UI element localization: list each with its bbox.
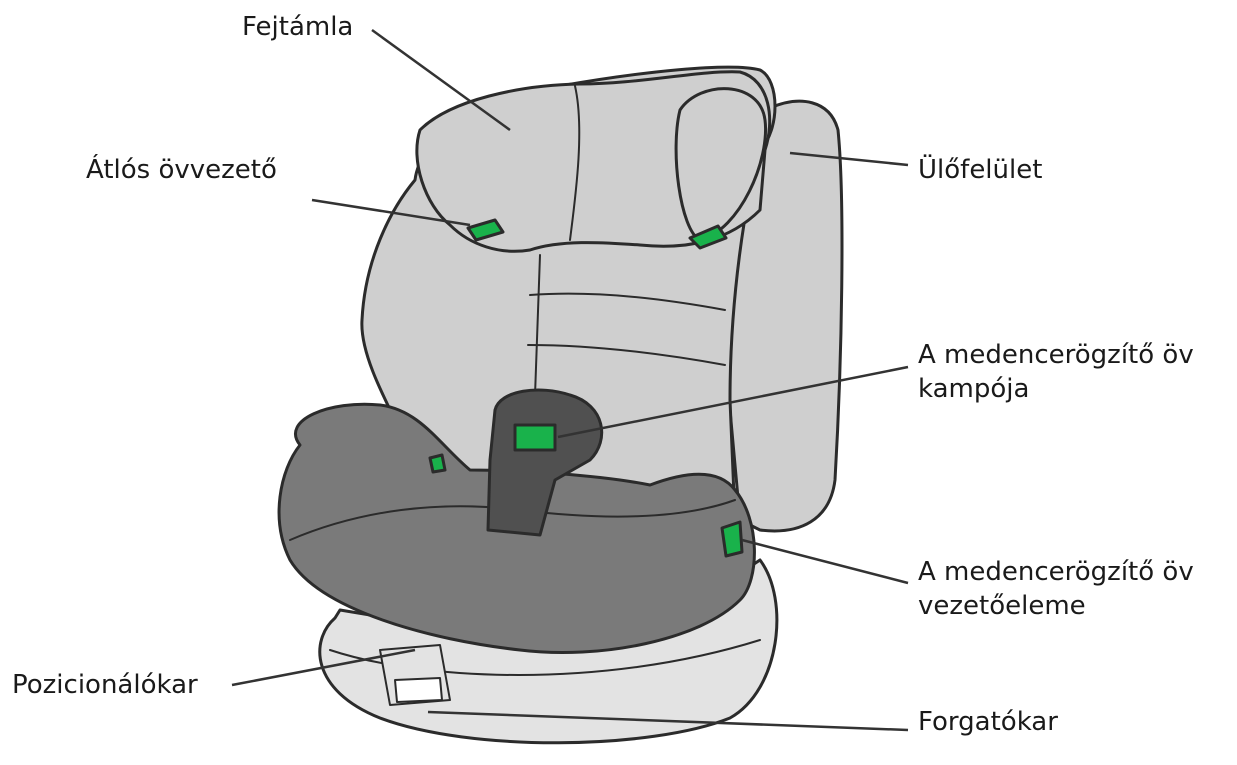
label-lap-belt-guide: A medencerögzítő öv vezetőeleme [918, 555, 1194, 623]
label-diagonal-belt-guide-text: Átlós övvezető [86, 155, 277, 185]
label-lap-belt-hook-line2: kampója [918, 374, 1030, 404]
base-inner-edge [329, 639, 761, 676]
headrest-seam [569, 85, 581, 241]
leader-lap-hook [557, 365, 909, 439]
label-lap-belt-hook-line1: A medencerögzítő öv [918, 340, 1194, 370]
leader-rotation [427, 710, 909, 732]
label-lap-belt-hook: A medencerögzítő öv kampója [918, 338, 1194, 406]
leader-lap-guide [741, 538, 909, 585]
label-diagonal-belt-guide: Átlós övvezető [86, 153, 277, 187]
leader-diagonal-guide [311, 198, 471, 227]
label-rotation-lever: Forgatókar [918, 705, 1058, 739]
back-stripe [527, 344, 726, 366]
label-positioning-lever-text: Pozicionálókar [12, 670, 198, 700]
label-headrest-text: Fejtámla [242, 12, 354, 42]
label-seat-surface-text: Ülőfelület [918, 155, 1043, 185]
headrest-wing [674, 87, 768, 242]
side-guide [428, 453, 447, 474]
leader-headrest [371, 28, 511, 132]
lap-belt-guide [720, 520, 744, 558]
back-stripe [529, 292, 726, 311]
label-headrest: Fejtámla [242, 10, 353, 44]
belt-guide-right [688, 224, 728, 250]
label-seat-surface: Ülőfelület [918, 153, 1042, 187]
label-positioning-lever: Pozicionálókar [12, 668, 198, 702]
lap-belt-hook [513, 423, 557, 452]
rotation-lever-body [394, 677, 443, 703]
leader-seat-surface [789, 151, 909, 167]
belt-guide-left [466, 218, 505, 242]
leader-positioning [231, 648, 416, 687]
label-rotation-lever-text: Forgatókar [918, 707, 1058, 737]
label-lap-belt-guide-line1: A medencerögzítő öv [918, 557, 1194, 587]
label-lap-belt-guide-line2: vezetőeleme [918, 591, 1086, 621]
